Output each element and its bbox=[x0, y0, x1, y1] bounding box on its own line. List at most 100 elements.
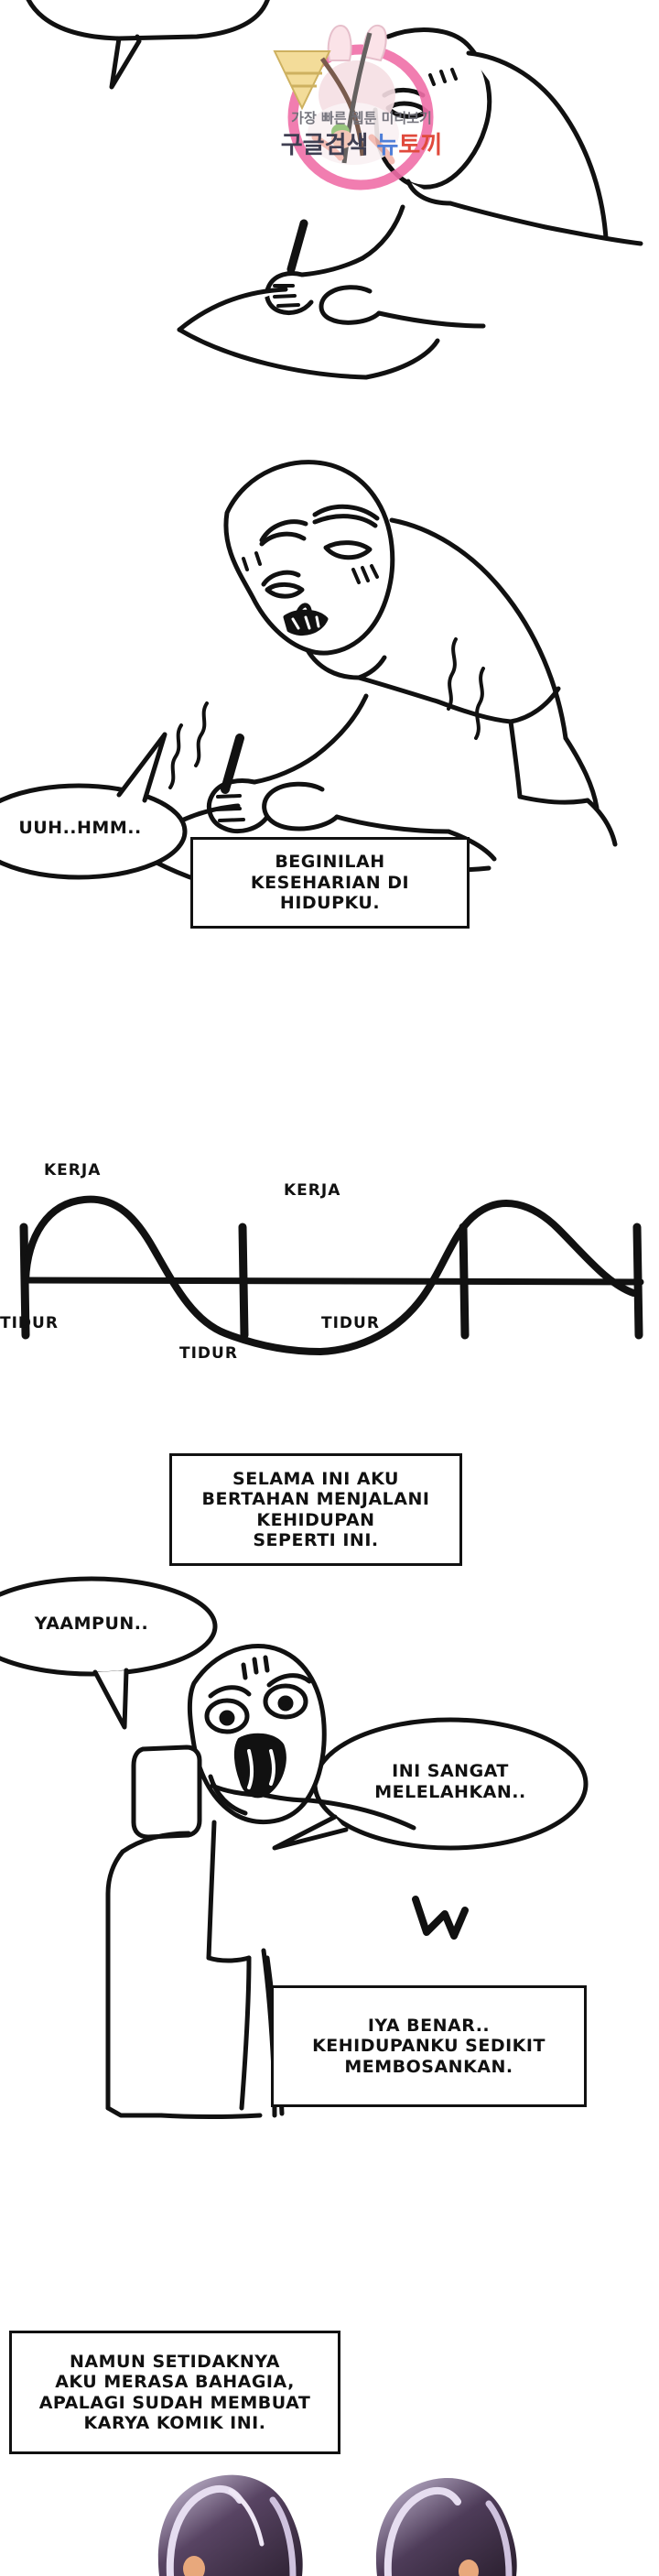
mouth-fang-right-4 bbox=[269, 1749, 275, 1786]
wave-label-tidur-start: TIDUR bbox=[0, 1314, 59, 1332]
body-lower-right-2 bbox=[585, 798, 618, 847]
left-pupil-4 bbox=[219, 1710, 235, 1726]
caption-box-selama-ini: SELAMA INI AKU BERTAHAN MENJALANI KEHIDU… bbox=[169, 1453, 462, 1566]
left-brow-low-2 bbox=[261, 570, 301, 587]
right-brow-2 bbox=[312, 504, 380, 521]
sleeve-top-2 bbox=[508, 686, 561, 724]
sleeve-edge-2 bbox=[508, 719, 523, 799]
yaampun-bubble-text: YAAMPUN.. bbox=[34, 1614, 149, 1634]
torso-side-2 bbox=[563, 735, 600, 810]
panel-work-sleep-wave: KERJA TIDUR TIDUR KERJA TIDUR bbox=[0, 1053, 659, 1401]
character-hand bbox=[265, 271, 314, 316]
wave-label-kerja-right: KERJA bbox=[284, 1181, 341, 1200]
uuh-hmm-bubble-tail bbox=[116, 732, 167, 803]
neck-4 bbox=[210, 1783, 266, 1798]
heat-squiggle-right-b-2 bbox=[474, 667, 485, 740]
collar-2 bbox=[356, 675, 440, 704]
purple-hair-head-right bbox=[375, 2478, 517, 2576]
panel-artist-drawing-top: 가장 빠른 웹툰 미리보기 구글검색 뉴토끼 bbox=[0, 0, 659, 394]
left-brow-4 bbox=[208, 1685, 252, 1699]
caption-namun-setidaknya-text: NAMUN SETIDAKNYA AKU MERASA BAHAGIA, APA… bbox=[38, 2351, 311, 2433]
character-shoulder-line bbox=[543, 224, 643, 246]
right-brow-inner-2 bbox=[312, 514, 378, 528]
left-brow-2 bbox=[259, 519, 308, 543]
waist-4 bbox=[206, 1955, 252, 1963]
elbow-2 bbox=[446, 829, 497, 862]
arm-fold-2 bbox=[334, 814, 451, 834]
heat-squiggle-left-a-2 bbox=[194, 701, 209, 767]
character-back bbox=[466, 50, 609, 241]
yaampun-bubble-shape bbox=[0, 1576, 218, 1677]
sine-wave-path bbox=[22, 1195, 637, 1355]
purple-hair-head-left bbox=[157, 2474, 303, 2576]
upper-arm-2 bbox=[312, 693, 369, 759]
body-left-4 bbox=[105, 1849, 125, 2111]
right-eye-2 bbox=[323, 540, 373, 560]
panel-closing bbox=[0, 2198, 659, 2576]
resting-hand-2 bbox=[262, 781, 340, 831]
arm-right-4 bbox=[307, 1798, 416, 1831]
character-resting-hand bbox=[319, 285, 382, 325]
caption-beginilah-text: BEGINILAH KESEHARIAN DI HIDUPKU. bbox=[250, 852, 410, 914]
panel-artist-straining: UUH..HMM.. bbox=[0, 394, 659, 1016]
chin-shade-2 bbox=[356, 655, 387, 680]
shoulder-line-4 bbox=[261, 1792, 312, 1803]
wave-label-kerja-left: KERJA bbox=[44, 1161, 102, 1179]
mouth-teeth-2 bbox=[291, 615, 320, 630]
head-outline-2 bbox=[223, 460, 395, 656]
heat-squiggle-right-a-2 bbox=[447, 637, 458, 711]
yaampun-bubble-tail bbox=[92, 1668, 129, 1730]
body-right-4 bbox=[239, 1955, 252, 2111]
melelahkan-bubble-text: INI SANGAT MELELAHKAN.. bbox=[374, 1761, 526, 1802]
left-eye-2 bbox=[265, 582, 305, 599]
character-upper-arm bbox=[360, 204, 405, 261]
panel-2-artwork bbox=[0, 394, 659, 1016]
heat-squiggle-left-b-2 bbox=[168, 723, 183, 789]
uuh-hmm-bubble-text: UUH..HMM.. bbox=[18, 818, 142, 838]
sleeve-bottom-2 bbox=[517, 794, 590, 805]
jaw-2 bbox=[305, 647, 362, 680]
caption-box-iya-benar: IYA BENAR.. KEHIDUPANKU SEDIKIT MEMBOSAN… bbox=[271, 1985, 587, 2107]
wave-label-tidur-end: TIDUR bbox=[321, 1314, 380, 1332]
empty-bubble-outline bbox=[26, 0, 270, 41]
tick-mid-left bbox=[238, 1223, 249, 1340]
panel-5-artwork bbox=[0, 2198, 659, 2576]
paper-right-edge bbox=[363, 338, 440, 380]
character-forearm bbox=[299, 255, 365, 277]
paper-bottom-edge bbox=[177, 327, 369, 380]
foot-left-4 bbox=[105, 2105, 164, 2118]
uuh-hmm-bubble-shape bbox=[0, 783, 188, 880]
empty-bubble-tail bbox=[109, 34, 142, 90]
caption-box-namun-setidaknya: NAMUN SETIDAKNYA AKU MERASA BAHAGIA, APA… bbox=[9, 2331, 340, 2454]
paper-left-edge bbox=[177, 287, 288, 332]
wave-label-tidur-middle: TIDUR bbox=[179, 1344, 238, 1363]
wave-axis bbox=[20, 1277, 644, 1286]
caption-iya-benar-text: IYA BENAR.. KEHIDUPANKU SEDIKIT MEMBOSAN… bbox=[312, 2015, 546, 2077]
watermark-illustration bbox=[273, 24, 434, 190]
hand-gesture-4 bbox=[412, 1896, 469, 1940]
character-fingers bbox=[273, 284, 300, 308]
right-pupil-4 bbox=[277, 1695, 294, 1712]
character-collar bbox=[448, 201, 548, 230]
pen-2 bbox=[221, 734, 244, 794]
tick-end bbox=[632, 1223, 643, 1340]
left-brow-inner-2 bbox=[259, 531, 307, 547]
pen bbox=[286, 219, 308, 274]
tick-mid-right bbox=[459, 1223, 470, 1340]
panel-1-artwork bbox=[0, 0, 659, 394]
right-brow-4 bbox=[266, 1673, 312, 1688]
jaw-4 bbox=[208, 1774, 248, 1816]
forearm-2 bbox=[252, 754, 318, 785]
character-strain-marks bbox=[428, 68, 458, 86]
wave-diagram-artwork bbox=[0, 1053, 659, 1401]
stress-marks-4 bbox=[241, 1655, 270, 1680]
melelahkan-bubble-tail bbox=[272, 1814, 349, 1851]
mouth-fang-left-4 bbox=[247, 1749, 254, 1789]
character-jaw-neck bbox=[405, 179, 453, 206]
shoulder-left-4 bbox=[120, 1831, 191, 1854]
caption-box-beginilah: BEGINILAH KESEHARIAN DI HIDUPKU. bbox=[190, 837, 470, 929]
torso-inner-4 bbox=[206, 1820, 217, 1961]
body-bottom-4 bbox=[158, 2113, 263, 2119]
chair-back-4 bbox=[131, 1745, 202, 1840]
